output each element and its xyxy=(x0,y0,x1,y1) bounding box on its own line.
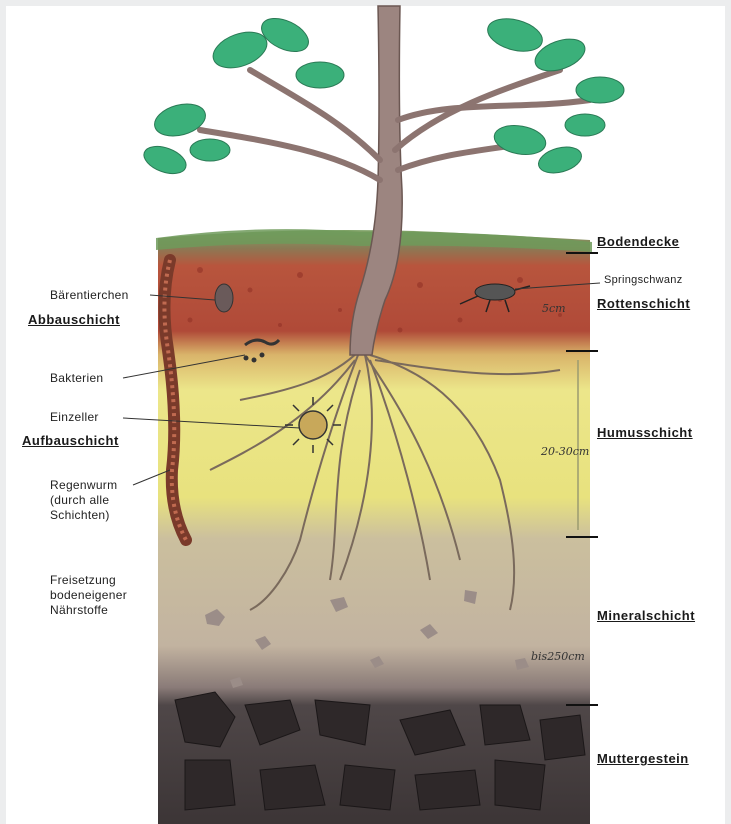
label-springschwanz: Springschwanz xyxy=(604,273,683,288)
label-baerentierchen: Bärentierchen xyxy=(50,288,129,303)
label-regenwurm: Regenwurm (durch alle Schichten) xyxy=(50,478,117,523)
label-bakterien: Bakterien xyxy=(50,371,103,386)
freisetzung-line-3: Nährstoffe xyxy=(50,603,127,618)
layer-humusschicht: Humusschicht xyxy=(597,425,693,440)
baerentierchen-illustration xyxy=(215,284,233,312)
regenwurm-line-1: Regenwurm xyxy=(50,478,117,493)
regenwurm-line-3: Schichten) xyxy=(50,508,117,523)
depth-humus: 20-30cm xyxy=(540,445,589,458)
depth-rotten: 5cm xyxy=(542,302,566,315)
freisetzung-line-2: bodeneigener xyxy=(50,588,127,603)
freisetzung-line-1: Freisetzung xyxy=(50,573,127,588)
layer-rottenschicht: Rottenschicht xyxy=(597,296,690,311)
depth-mineral: bis250cm xyxy=(531,650,585,663)
function-aufbauschicht: Aufbauschicht xyxy=(22,433,119,448)
label-einzeller: Einzeller xyxy=(50,410,99,425)
layer-bodendecke: Bodendecke xyxy=(597,234,679,249)
function-abbauschicht: Abbauschicht xyxy=(28,312,120,327)
note-freisetzung: Freisetzung bodeneigener Nährstoffe xyxy=(50,573,127,618)
regenwurm-line-2: (durch alle xyxy=(50,493,117,508)
layer-muttergestein: Muttergestein xyxy=(597,751,689,766)
layer-mineralschicht: Mineralschicht xyxy=(597,608,695,623)
